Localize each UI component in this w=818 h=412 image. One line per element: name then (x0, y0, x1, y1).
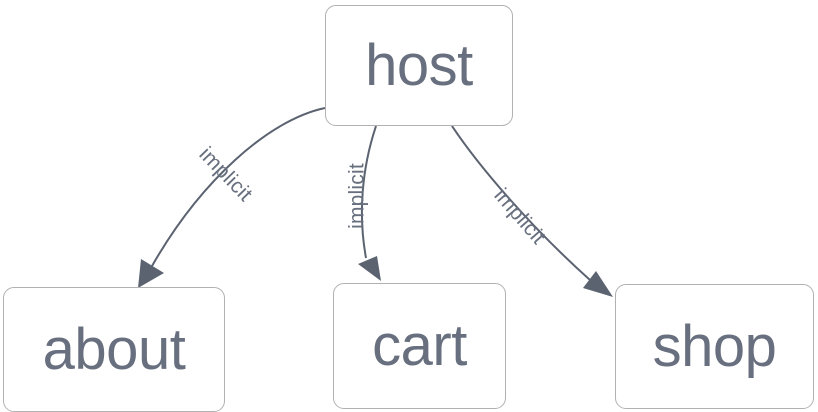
node-shop[interactable]: shop (615, 284, 814, 409)
node-host-label: host (365, 32, 473, 98)
edge-host-cart-path (360, 125, 377, 259)
edge-host-about[interactable]: implicit (138, 107, 326, 288)
edge-host-about-label: implicit (195, 143, 257, 206)
edge-host-cart-arrowhead-icon (358, 256, 381, 281)
edge-host-about-arrowhead-icon (138, 259, 164, 288)
node-about[interactable]: about (3, 287, 225, 412)
node-shop-label: shop (652, 313, 777, 379)
edge-host-shop-arrowhead-icon (583, 271, 613, 297)
edge-host-shop-path (451, 125, 591, 281)
edge-host-about-path (151, 107, 326, 267)
edge-host-cart-label: implicit (346, 163, 369, 229)
node-cart-label: cart (372, 313, 467, 378)
edge-host-cart[interactable]: implicit (346, 125, 381, 281)
edge-host-shop[interactable]: implicit (451, 125, 613, 297)
node-host[interactable]: host (325, 5, 513, 126)
node-cart[interactable]: cart (333, 283, 506, 409)
node-about-label: about (42, 316, 186, 382)
edge-host-shop-label: implicit (489, 184, 550, 249)
